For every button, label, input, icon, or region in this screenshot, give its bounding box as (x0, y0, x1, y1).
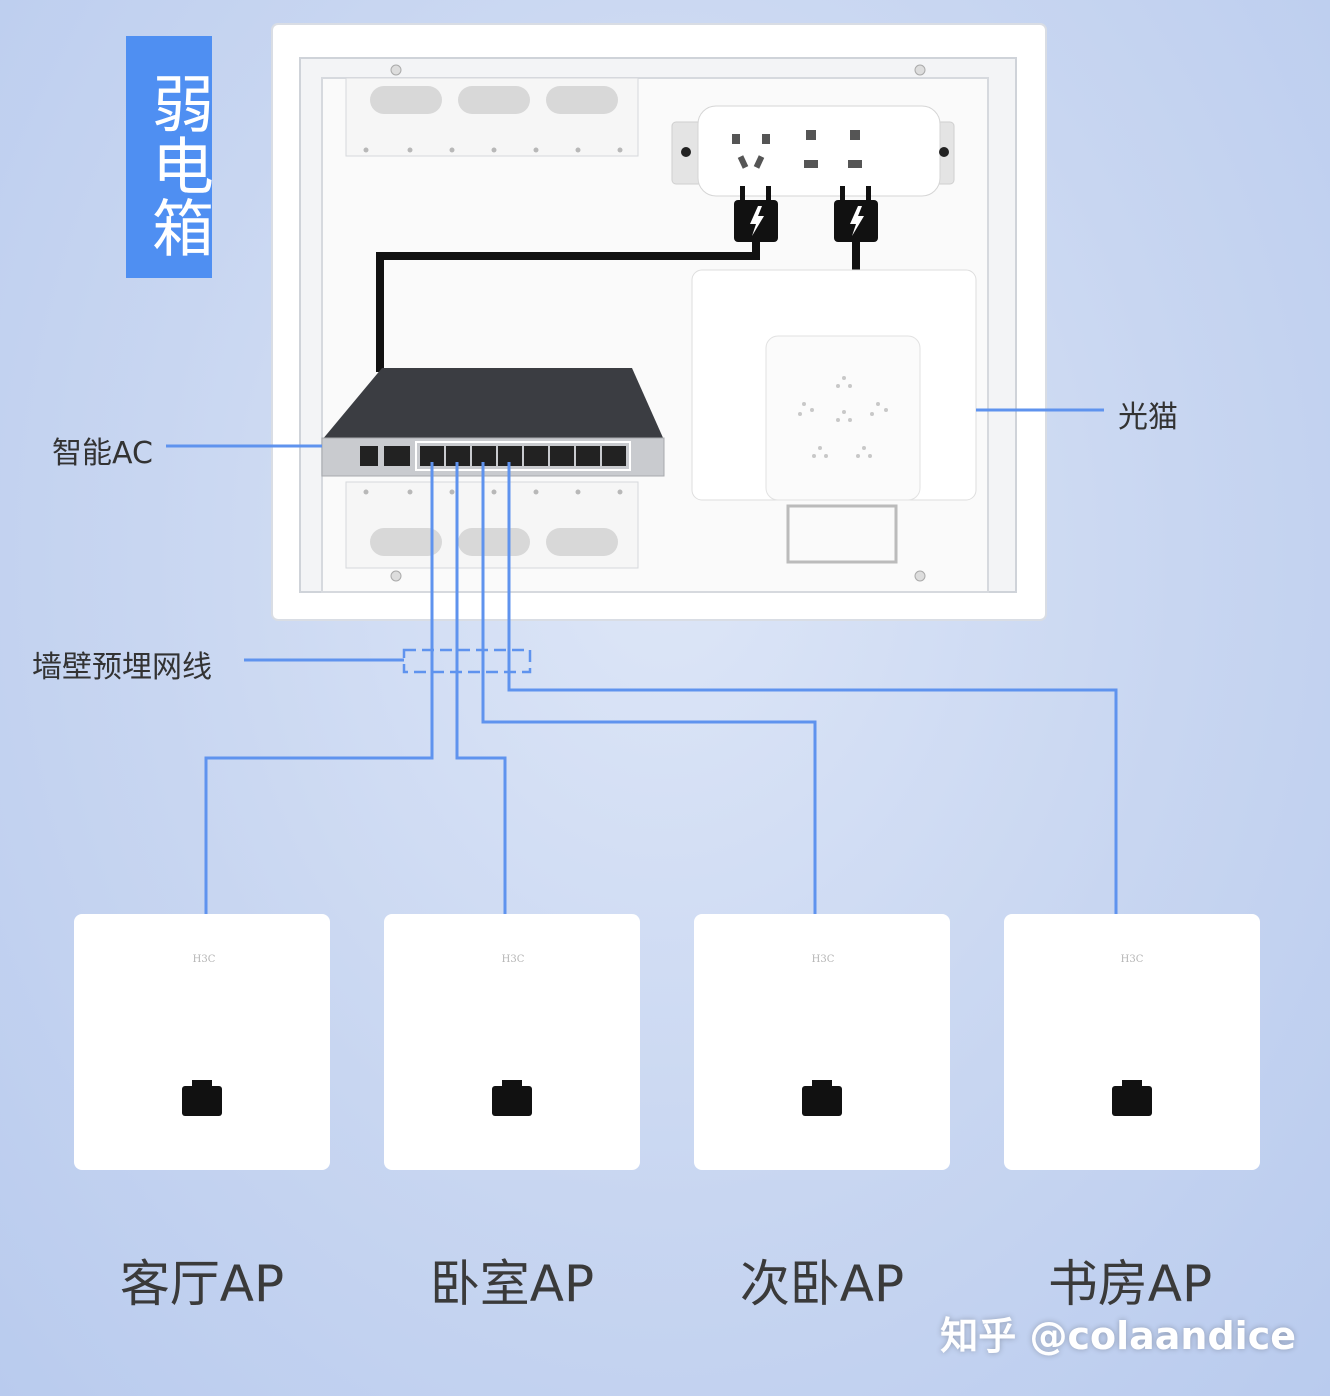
distribution-box-title: 弱电箱 (126, 36, 214, 278)
ap-label-living-room: 客厅AP (119, 1255, 285, 1313)
network-cables (166, 408, 1118, 914)
ap-label-bedroom: 卧室AP (429, 1255, 595, 1313)
ap-panel-2 (384, 914, 640, 1170)
top-bracket (345, 77, 639, 157)
ap-panel-1 (74, 914, 330, 1170)
ap-label-study: 书房AP (1047, 1255, 1213, 1313)
ap-brand-logo: H3C (1121, 954, 1144, 965)
ap-panel-4 (1004, 914, 1260, 1170)
watermark: 知乎 @colaandice (940, 1314, 1296, 1358)
ap-brand-logo: H3C (193, 954, 216, 965)
ap-label-second-bedroom: 次卧AP (739, 1255, 905, 1313)
wall-cable-label: 墙壁预埋网线 (32, 650, 212, 685)
ap-panel-3 (694, 914, 950, 1170)
wall-cable-bracket (402, 648, 532, 674)
bottom-bracket (345, 481, 639, 569)
power-cables (376, 186, 878, 372)
smart-ac-switch (321, 368, 665, 477)
modem-label: 光猫 (1118, 400, 1178, 435)
optical-modem (691, 269, 977, 564)
ap-brand-logo: H3C (812, 954, 835, 965)
ap-brand-logo: H3C (502, 954, 525, 965)
power-strip (671, 105, 955, 197)
ac-label: 智能AC (52, 436, 153, 471)
